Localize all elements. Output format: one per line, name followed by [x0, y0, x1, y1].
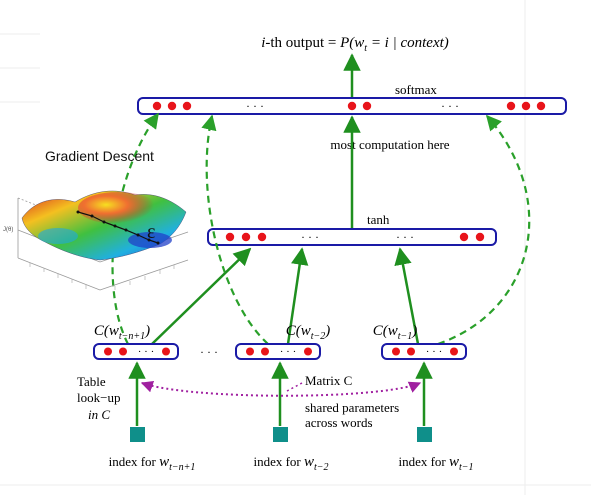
embedding-neuron [450, 347, 458, 356]
softmax-neuron [167, 101, 177, 111]
softmax-neuron [347, 101, 357, 111]
softmax-neuron [362, 101, 372, 111]
gradient-descent-label: Gradient Descent [45, 148, 154, 164]
tanh-layer-box [207, 228, 497, 246]
embedding-layer-1: · · · [93, 343, 179, 360]
surface-low [38, 228, 78, 244]
embedding-ellipsis: · · · [138, 346, 155, 358]
tanh-label: tanh [367, 212, 390, 227]
softmax-ellipsis-left: · · · [246, 99, 264, 113]
embed2-to-tanh-arrow [286, 247, 309, 345]
embedding-label-3: C(wt−1) [373, 323, 418, 342]
embedding-layer-3: · · · [381, 343, 467, 360]
index-box-3 [417, 427, 432, 442]
output-label: i-th output = P(wt = i | context) [261, 35, 449, 54]
embedding-ellipsis: · · · [426, 346, 443, 358]
embedding-neuron [246, 347, 254, 356]
tanh-neuron [459, 232, 469, 242]
tanh-neuron [475, 232, 485, 242]
embedding-neuron [119, 347, 127, 356]
shared-parameters-label: shared parameters across words [305, 400, 402, 430]
softmax-neuron [521, 101, 531, 111]
matrix-label: Matrix C [305, 373, 352, 388]
surface-ticks [29, 263, 175, 290]
softmax-neuron [152, 101, 162, 111]
index-label-3: index for wt−1 [398, 454, 473, 473]
index-label-2: index for wt−2 [253, 454, 328, 473]
descent-steps [76, 210, 160, 245]
embedding-neuron [407, 347, 415, 356]
tanh-neuron [241, 232, 251, 242]
descent-path [77, 211, 159, 244]
embedding-neuron [304, 347, 312, 356]
table-lookup-label: Table look−up in C [77, 374, 124, 422]
epsilon-label: ε [147, 221, 155, 243]
skip-connection-right [437, 114, 531, 346]
tanh-ellipsis-left: · · · [301, 230, 319, 244]
index-box-1 [130, 427, 145, 442]
embedding-ellipsis: · · · [280, 346, 297, 358]
softmax-neuron [506, 101, 516, 111]
surface-peak [78, 192, 158, 224]
embedding-box [93, 343, 179, 360]
shared-parameters-link [140, 380, 422, 397]
tanh-neuron [225, 232, 235, 242]
tanh-ellipsis-right: · · · [396, 230, 414, 244]
loss-surface-plot: J(θ) ε [3, 190, 189, 291]
matrix-pointer [286, 382, 303, 392]
embedding-label-1: C(wt−n+1) [94, 323, 150, 342]
index-label-1: index for wt−n+1 [109, 454, 196, 473]
skip-connection-middle [201, 114, 269, 345]
embedding-neuron [162, 347, 170, 356]
embed1-to-tanh-arrow [151, 247, 252, 345]
embedding-box [381, 343, 467, 360]
embedding-box [235, 343, 321, 360]
softmax-ellipsis-right: · · · [441, 99, 459, 113]
softmax-label: softmax [395, 82, 437, 97]
softmax-neuron [182, 101, 192, 111]
embedding-neuron [392, 347, 400, 356]
softmax-layer: · · · · · · [137, 97, 567, 115]
surface-axis-label: J(θ) [3, 227, 13, 233]
embed3-to-tanh-arrow [394, 247, 420, 345]
between-embeddings-ellipsis: · · · [200, 345, 218, 359]
tanh-layer: · · · · · · [207, 228, 497, 246]
embedding-layer-2: · · · [235, 343, 321, 360]
most-computation-label: most computation here [330, 137, 449, 152]
index-box-2 [273, 427, 288, 442]
embedding-neuron [261, 347, 269, 356]
embedding-label-2: C(wt−2) [286, 323, 331, 342]
embedding-neuron [104, 347, 112, 356]
softmax-neuron [536, 101, 546, 111]
tanh-neuron [257, 232, 267, 242]
